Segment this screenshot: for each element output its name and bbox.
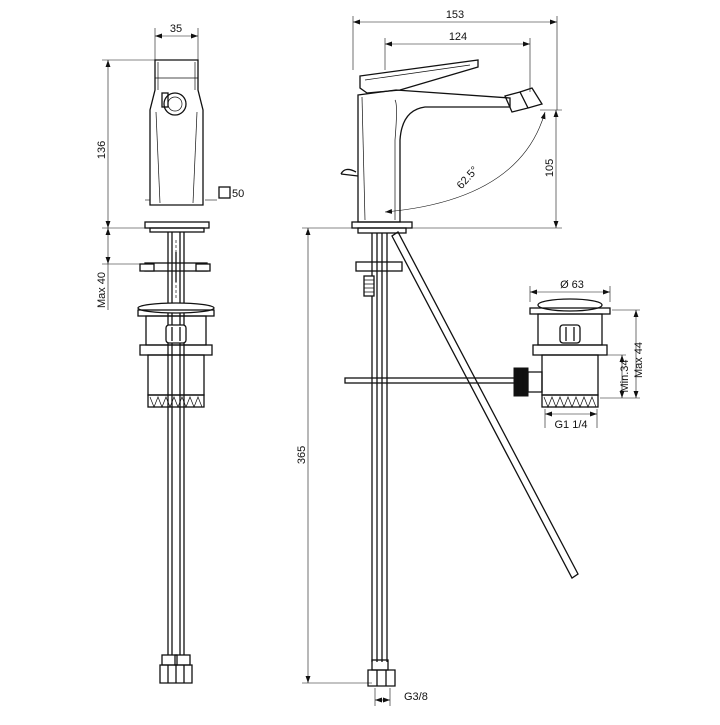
dim-waste-range: Min.34 Max 44 bbox=[600, 309, 645, 399]
label-spout-reach: 124 bbox=[449, 31, 467, 43]
dim-waste-thread: G1 1/4 bbox=[544, 409, 598, 431]
popup-knob bbox=[340, 168, 359, 177]
spout-side bbox=[357, 87, 544, 223]
popup-rod bbox=[391, 231, 579, 579]
waste-outlet bbox=[513, 367, 543, 397]
dim-total-width: 153 bbox=[352, 9, 558, 110]
dim-max-deck: Max 40 bbox=[96, 228, 145, 310]
dim-hose-length: 365 bbox=[296, 227, 372, 684]
dim-spout-height: 105 bbox=[400, 109, 562, 229]
label-hose-thread: G3/8 bbox=[404, 691, 428, 703]
lever-side bbox=[359, 59, 479, 94]
square-symbol: 50 bbox=[205, 186, 244, 201]
mixer-body-front bbox=[149, 59, 204, 206]
label-waste-max: Max 44 bbox=[633, 342, 645, 378]
label-waste-thread: G1 1/4 bbox=[554, 419, 587, 431]
dim-waste-diameter: Ø 63 bbox=[529, 279, 611, 302]
label-angle: 62.5° bbox=[455, 164, 481, 191]
dim-spout-reach: 124 bbox=[384, 31, 531, 92]
dim-angle: 62.5° bbox=[384, 111, 546, 214]
waste-view: Ø 63 G1 1/4 bbox=[513, 279, 645, 431]
label-square: 50 bbox=[232, 188, 244, 200]
lever-knob bbox=[163, 92, 187, 116]
side-view: 153 124 105 62.5° bbox=[296, 9, 579, 706]
label-front-width: 35 bbox=[170, 23, 182, 35]
waste-front bbox=[137, 302, 215, 408]
label-waste-min: Min.34 bbox=[619, 359, 631, 392]
fixing-nut-front bbox=[139, 252, 211, 282]
hose-ends-front bbox=[159, 654, 193, 684]
label-total-width: 153 bbox=[446, 9, 464, 21]
dim-front-width: 35 bbox=[154, 23, 199, 60]
label-waste-diameter: Ø 63 bbox=[560, 279, 584, 291]
dim-hose-thread: G3/8 bbox=[374, 688, 428, 706]
dim-front-height: 136 bbox=[96, 59, 155, 229]
label-spout-height: 105 bbox=[544, 159, 556, 177]
hose-end-side bbox=[367, 659, 396, 687]
front-view: 35 136 Max 40 bbox=[96, 23, 244, 684]
label-front-height: 136 bbox=[96, 141, 108, 159]
label-max-deck: Max 40 bbox=[96, 272, 108, 308]
label-hose-length: 365 bbox=[296, 446, 308, 464]
